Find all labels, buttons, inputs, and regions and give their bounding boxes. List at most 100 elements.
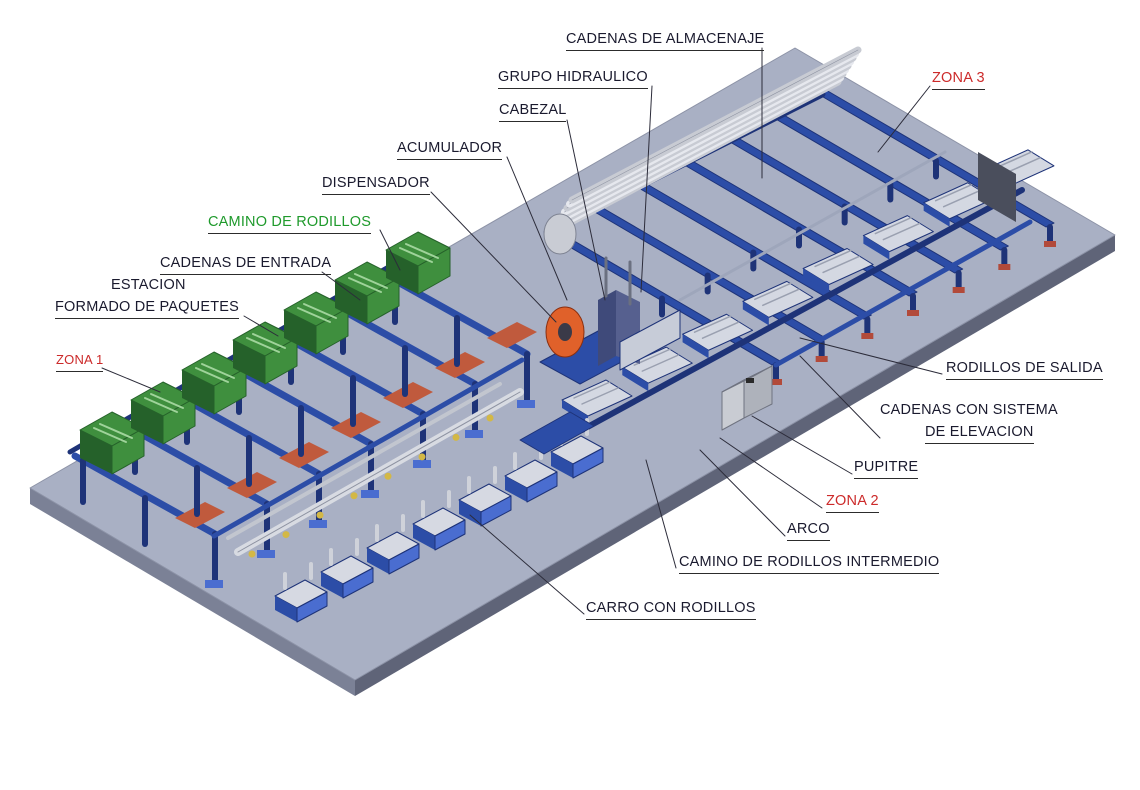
cage-slot [405, 243, 439, 259]
head-column [598, 290, 616, 366]
input-bar-edge [237, 391, 521, 553]
entry-front-rail [211, 357, 525, 539]
cage-slot [303, 303, 337, 319]
label-cabezal: CABEZAL [499, 101, 567, 122]
label-zona-3: ZONA 3 [932, 69, 985, 90]
cage-left [233, 340, 265, 384]
exit-roller [762, 288, 800, 307]
bar-clamp [418, 453, 426, 461]
cage-left [335, 280, 367, 324]
carriage-front [342, 567, 374, 599]
exit-roller [701, 321, 740, 339]
exit-roller-side [562, 400, 588, 424]
carriage-side [505, 476, 527, 502]
entry-frame-foot [361, 490, 379, 498]
cage-left [284, 310, 316, 354]
cage-slot [195, 367, 229, 383]
carriage-side [367, 548, 389, 574]
leader-line [799, 337, 943, 375]
storage-front-rail [773, 219, 1033, 368]
label-cadenas-entrada: CADENAS DE ENTRADA [160, 254, 332, 275]
label-carro-rodillos: CARRO CON RODILLOS [586, 599, 756, 620]
leader-line [321, 271, 361, 301]
label-dispensador: DISPENSADOR [322, 174, 430, 195]
exit-roller [995, 151, 1033, 169]
label-rodillos-salida: RODILLOS DE SALIDA [946, 359, 1103, 380]
leader-line [379, 229, 401, 271]
leader-line [101, 367, 161, 393]
exit-roller [581, 387, 619, 405]
exit-roller-side [682, 334, 709, 359]
accumulator-hub [558, 323, 572, 341]
carriage-side [321, 572, 343, 598]
stored-bar-edge [571, 49, 859, 201]
cage-slot [297, 307, 331, 323]
bar-clamp [350, 492, 358, 500]
cage-right [417, 247, 451, 295]
entry-chain-link [227, 472, 277, 498]
carriage-front [572, 447, 604, 479]
bundle-forming-stations [79, 231, 451, 475]
entry-chain-link [175, 502, 225, 528]
cage-slot [144, 397, 178, 413]
cage-slot [354, 273, 388, 289]
entry-frame-foot [205, 580, 223, 588]
leader-line [699, 449, 786, 537]
bar-clamp [316, 511, 324, 519]
label-arco: ARCO [787, 520, 830, 541]
cage-slot [348, 277, 382, 293]
entry-frame-foot [309, 520, 327, 528]
storage-bar-bundle [543, 46, 862, 255]
cage-right [264, 337, 298, 385]
label-acumulador: ACUMULADOR [397, 139, 503, 160]
label-camino-intermedio: CAMINO DE RODILLOS INTERMEDIO [679, 553, 940, 574]
exit-roller [754, 282, 792, 301]
label-camino-rodillos: CAMINO DE RODILLOS [208, 213, 372, 234]
exit-roller [934, 183, 973, 202]
carriage-front [434, 519, 466, 551]
cage-slot [399, 247, 433, 263]
entry-frame-foot [465, 430, 483, 438]
carriage-front [526, 471, 558, 503]
carriage-side [413, 524, 435, 550]
label-cadenas-sistema-line1: CADENAS CON SISTEMA [880, 402, 1058, 418]
cage-right [111, 427, 145, 475]
exit-roller [822, 255, 860, 274]
leader-line [243, 315, 279, 337]
exit-roller [874, 216, 913, 235]
carriage-side [275, 596, 297, 622]
leader-line [877, 85, 931, 153]
leader-line [566, 119, 606, 301]
label-cadenas-almacenaje: CADENAS DE ALMACENAJE [566, 30, 765, 51]
carriage-side [551, 452, 573, 478]
storage-chain-foot [1044, 241, 1056, 247]
storage-chain-foot [770, 379, 782, 385]
leader-lines [101, 47, 943, 615]
label-pupitre: PUPITRE [854, 458, 919, 479]
entry-frame-foot [517, 400, 535, 408]
leader-line [719, 437, 823, 509]
cage-left [182, 370, 214, 414]
entry-chain-link [487, 322, 537, 348]
exit-roller [814, 249, 852, 268]
cage-left [80, 430, 112, 474]
leader-line [640, 85, 653, 293]
head-machine [539, 256, 681, 385]
exit-roller-side [622, 367, 649, 392]
storage-chain-foot [998, 264, 1011, 270]
arch-frame [619, 309, 681, 371]
exit-roller [633, 348, 672, 366]
entry-chain-link [383, 382, 433, 408]
label-estacion: ESTACION [111, 277, 186, 293]
leader-line [799, 355, 881, 439]
cage-slot [252, 333, 286, 349]
leader-line [430, 191, 557, 323]
transfer-table [519, 411, 595, 455]
entry-chain-link [331, 412, 381, 438]
label-formado-paquetes: FORMADO DE PAQUETES [55, 298, 239, 319]
cage-right [213, 367, 247, 415]
cage-right [366, 277, 400, 325]
carriage-front [480, 495, 512, 527]
